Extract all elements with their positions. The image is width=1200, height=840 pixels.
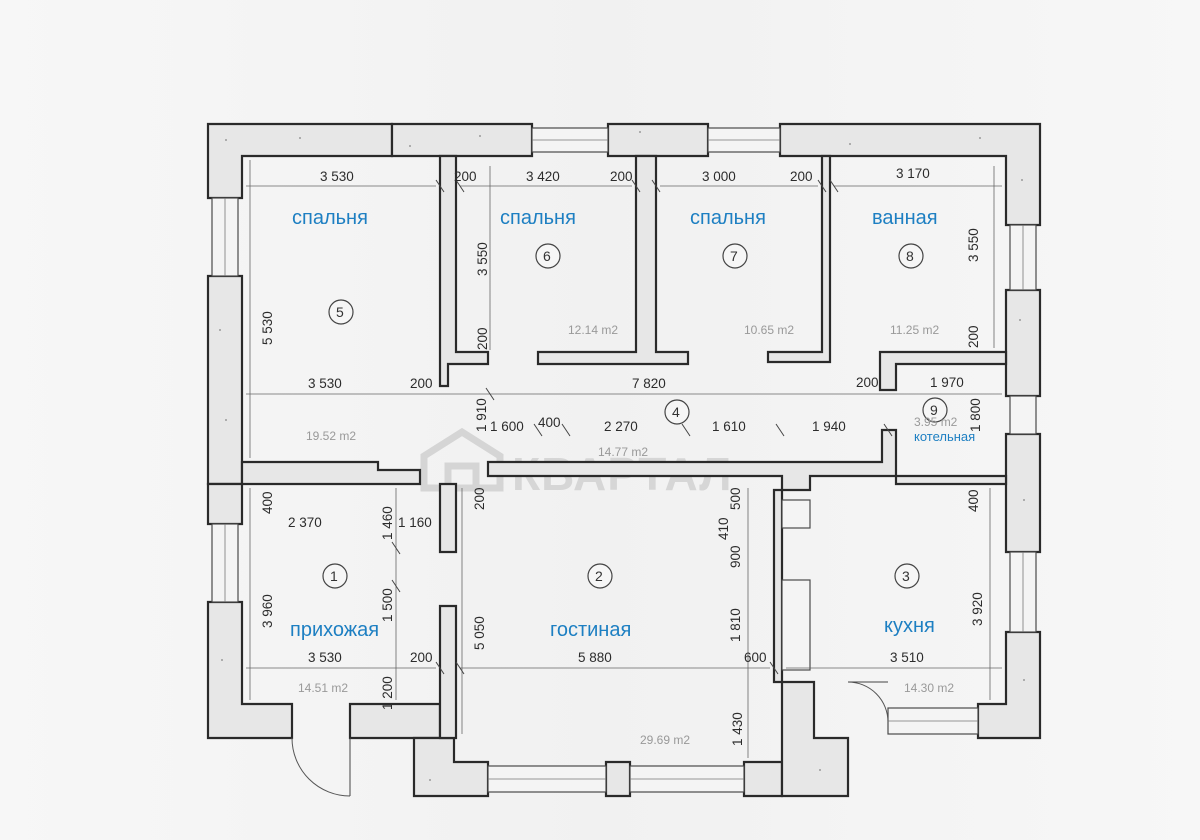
room-8-badge	[898, 243, 924, 269]
room-5-number: 5	[336, 304, 344, 320]
room-9-badge	[922, 397, 948, 423]
dim-r2-r-1810: 1 810	[728, 608, 743, 642]
dim-r7-top: 3 000	[702, 169, 736, 184]
room-8-name: ванная	[872, 207, 938, 229]
door-swings	[291, 681, 889, 797]
dim-r3-right: 3 920	[970, 592, 985, 626]
room-9-number: 9	[930, 402, 938, 418]
dim-r1-left: 3 960	[260, 594, 275, 628]
dim-r1-top-a: 2 370	[288, 515, 322, 530]
room-9-area: 3.95 m2	[914, 415, 958, 429]
dim-corridor-total: 7 820	[632, 376, 666, 391]
dim-r1-wall-1500: 1 500	[380, 588, 395, 622]
dimension-labels: 3 530 200 3 420 200 3 000 200 3 170 5 53…	[260, 166, 985, 746]
dim-r2-bottom: 5 880	[578, 650, 612, 665]
dim-r2-left: 5 050	[472, 616, 487, 650]
room-4-badge	[664, 399, 690, 425]
dim-r1-wall-1200: 1 200	[380, 676, 395, 710]
dim-c-1940: 1 940	[812, 419, 846, 434]
room-2-number: 2	[595, 568, 603, 584]
dim-r8-top: 3 170	[896, 166, 930, 181]
dim-corridor-left: 1 910	[474, 398, 489, 432]
room-labels: спальня 5 19.52 m2 спальня 6 12.14 m2 сп…	[290, 207, 975, 747]
exterior-walls	[206, 122, 1042, 798]
dim-r6-top: 3 420	[526, 169, 560, 184]
wall-texture	[219, 131, 1025, 781]
dim-r1-bottom: 3 530	[308, 650, 342, 665]
dim-r2-r-900: 900	[728, 545, 743, 568]
dim-w56-bottom: 200	[410, 376, 433, 391]
room-3-number: 3	[902, 568, 910, 584]
room-6-number: 6	[543, 248, 551, 264]
room-7-number: 7	[730, 248, 738, 264]
room-9-name: котельная	[914, 429, 975, 444]
room-1-name: прихожая	[290, 619, 379, 641]
room-6-area: 12.14 m2	[568, 323, 618, 337]
dim-w12: 200	[410, 650, 433, 665]
room-4-number: 4	[672, 404, 680, 420]
dim-r2-door: 600	[744, 650, 767, 665]
dim-w78-top: 200	[790, 169, 813, 184]
dim-r6-left: 3 550	[475, 242, 490, 276]
dim-r1-top-b: 1 160	[398, 515, 432, 530]
dim-r2-r-500: 500	[728, 487, 743, 510]
dim-r5-bottom: 3 530	[308, 376, 342, 391]
room-1-badge	[322, 563, 348, 589]
room-6-badge	[535, 243, 561, 269]
dim-r6-bottom-wall: 200	[475, 327, 490, 350]
dim-w67-top: 200	[610, 169, 633, 184]
room-3-badge	[894, 563, 920, 589]
dim-r1-top-wall: 400	[260, 491, 275, 514]
room-2-name: гостиная	[550, 619, 631, 641]
dim-r2-r-1430: 1 430	[730, 712, 745, 746]
dim-w56-top: 200	[454, 169, 477, 184]
room-5-area: 19.52 m2	[306, 429, 356, 443]
room-7-area: 10.65 m2	[744, 323, 794, 337]
dim-r1-wall-1460: 1 460	[380, 506, 395, 540]
dim-r3-bottom: 3 510	[890, 650, 924, 665]
dim-c-400: 400	[538, 415, 561, 430]
dim-r8-right-wall: 200	[966, 325, 981, 348]
room-5-name: спальня	[292, 207, 368, 229]
dim-c-1600: 1 600	[490, 419, 524, 434]
room-8-area: 11.25 m2	[890, 323, 939, 337]
dim-r2-r-410: 410	[716, 517, 731, 540]
room-7-badge	[722, 243, 748, 269]
room-2-badge	[587, 563, 613, 589]
room-3-name: кухня	[884, 615, 935, 637]
room-2-area: 29.69 m2	[640, 733, 690, 747]
dimension-lines	[246, 160, 1002, 758]
dim-r5-top: 3 530	[320, 169, 354, 184]
dim-c-2270: 2 270	[604, 419, 638, 434]
room-4-area: 14.77 m2	[598, 445, 648, 459]
dim-r8-right: 3 550	[966, 228, 981, 262]
dim-r9-top: 1 970	[930, 375, 964, 390]
room-7-name: спальня	[690, 207, 766, 229]
dim-r5-left: 5 530	[260, 311, 275, 345]
dim-r2-wall-top: 200	[472, 487, 487, 510]
dim-r9-right: 1 800	[968, 398, 983, 432]
room-6-name: спальня	[500, 207, 576, 229]
room-1-number: 1	[330, 568, 338, 584]
dim-r9-wall: 200	[856, 375, 879, 390]
room-3-area: 14.30 m2	[904, 681, 954, 695]
room-1-area: 14.51 m2	[298, 681, 348, 695]
room-8-number: 8	[906, 248, 914, 264]
interior-walls	[240, 154, 1008, 740]
room-5-badge	[328, 299, 354, 325]
dim-r3-top-wall: 400	[966, 489, 981, 512]
dim-c-1610: 1 610	[712, 419, 746, 434]
